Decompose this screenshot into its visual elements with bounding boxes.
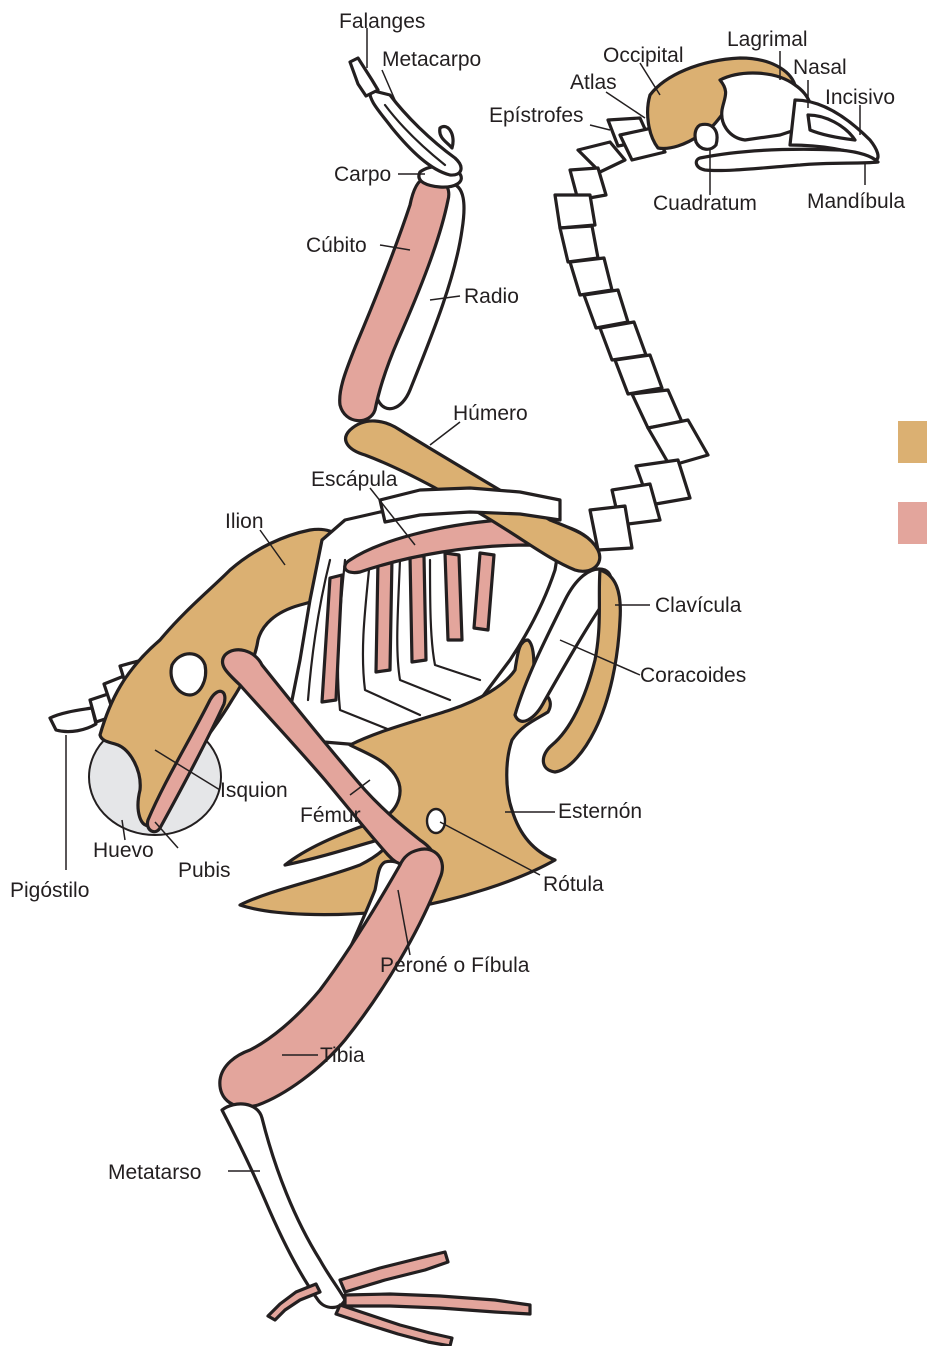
- label-metatarso: Metatarso: [108, 1161, 201, 1184]
- label-atlas: Atlas: [570, 71, 617, 94]
- label-rotula: Rótula: [543, 873, 604, 896]
- legend: [898, 421, 927, 544]
- label-huevo: Huevo: [93, 839, 154, 862]
- label-occipital: Occipital: [603, 44, 684, 67]
- label-carpo: Carpo: [334, 163, 391, 186]
- label-pubis: Pubis: [178, 859, 231, 882]
- label-esternon: Esternón: [558, 800, 642, 823]
- label-perone: Peroné o Fíbula: [380, 954, 530, 977]
- label-falanges: Falanges: [339, 10, 425, 33]
- label-pigostilo: Pigóstilo: [10, 879, 89, 902]
- phalanges-bone: [350, 58, 378, 96]
- label-cubito: Cúbito: [306, 234, 367, 257]
- pelvis-foramen: [171, 654, 206, 695]
- label-radio: Radio: [464, 285, 519, 308]
- label-mandibula: Mandíbula: [807, 190, 905, 213]
- metatarsus-bone: [222, 1104, 345, 1308]
- label-ilion: Ilion: [225, 510, 264, 533]
- neck-vertebrae: [555, 118, 708, 550]
- skull-quadratum: [695, 124, 717, 149]
- label-metacarpo: Metacarpo: [382, 48, 481, 71]
- label-nasal: Nasal: [793, 56, 847, 79]
- metacarpus-digit: [440, 126, 453, 148]
- legend-swatch-gold: [898, 421, 927, 463]
- patella-bone: [427, 809, 445, 833]
- label-femur: Fémur: [300, 804, 361, 827]
- label-cuadratum: Cuadratum: [653, 192, 757, 215]
- label-clavicula: Clavícula: [655, 594, 742, 617]
- label-humero: Húmero: [453, 402, 528, 425]
- label-tibia: Tibia: [320, 1044, 365, 1067]
- skull-mandible: [696, 149, 878, 170]
- label-incisivo: Incisivo: [825, 86, 895, 109]
- label-coracoides: Coracoides: [640, 664, 746, 687]
- label-epistrofes: Epístrofes: [489, 104, 584, 127]
- label-escapula: Escápula: [311, 468, 398, 491]
- label-lagrimal: Lagrimal: [727, 28, 808, 51]
- label-isquion: Isquion: [220, 779, 288, 802]
- legend-swatch-pink: [898, 502, 927, 544]
